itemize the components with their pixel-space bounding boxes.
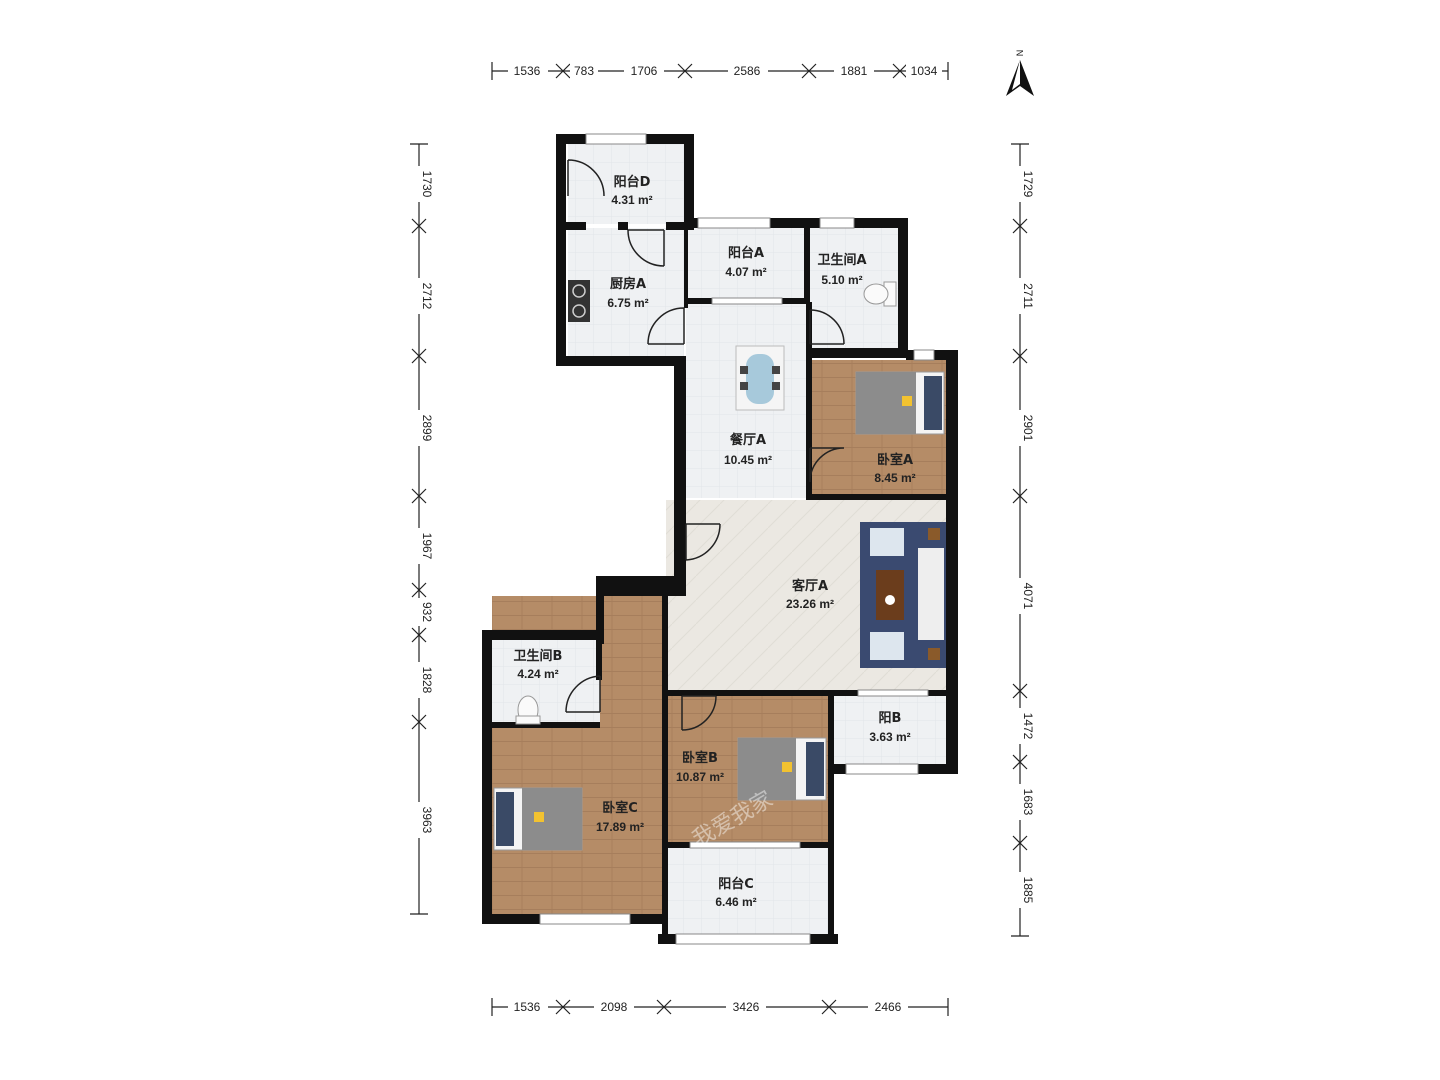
dim-right-3: 2901	[1021, 415, 1035, 442]
dim-bottom-3: 3426	[733, 1000, 760, 1014]
door-kitchen	[647, 307, 685, 345]
dimension-labels: 1536 783 1706 2586 1881 1034 1536 2098 3…	[508, 62, 942, 1016]
room-area-bedroom-a: 8.45 m²	[874, 471, 915, 485]
room-area-balcony-b: 3.63 m²	[869, 730, 910, 744]
room-area-balcony-d: 4.31 m²	[611, 193, 652, 207]
dim-left-3: 2899	[420, 415, 434, 442]
room-name-bedroom-a: 卧室A	[877, 452, 913, 468]
room-name-bedroom-b: 卧室B	[682, 750, 718, 766]
dim-bottom-1: 1536	[514, 1000, 541, 1014]
room-name-balcony-b: 阳B	[879, 711, 902, 726]
floor-balcony-d	[568, 144, 684, 224]
door-kitchen-top	[627, 229, 665, 267]
room-name-bath-b: 卫生间B	[514, 648, 563, 664]
door-bath-a	[809, 309, 845, 345]
dim-top-2: 783	[574, 64, 594, 78]
dim-right-1: 1729	[1021, 171, 1035, 198]
door-slide-dining	[711, 297, 783, 305]
floor-balcony-c	[668, 848, 828, 934]
door-balcony-d	[567, 159, 605, 197]
dim-bottom-4: 2466	[875, 1000, 902, 1014]
windows	[539, 133, 935, 945]
room-area-balcony-a: 4.07 m²	[725, 265, 766, 279]
dim-bottom-2: 2098	[601, 1000, 628, 1014]
room-area-bedroom-b: 10.87 m²	[676, 770, 724, 784]
window-bedroom-b-c	[689, 841, 801, 849]
door-bedroom-a	[809, 447, 845, 483]
dim-left-5: 932	[420, 602, 434, 622]
room-name-living-a: 客厅A	[792, 578, 828, 594]
doors	[565, 159, 845, 731]
dim-right-7: 1885	[1021, 877, 1035, 904]
compass-icon: N	[1006, 50, 1034, 96]
window-balcony-c	[675, 933, 811, 945]
window-balcony-d	[585, 133, 647, 145]
room-area-kitchen-a: 6.75 m²	[607, 296, 648, 310]
dim-top-5: 1881	[841, 64, 868, 78]
dim-right-6: 1683	[1021, 789, 1035, 816]
dim-right-2: 2711	[1021, 283, 1035, 309]
room-area-living-a: 23.26 m²	[786, 597, 834, 611]
room-area-bath-b: 4.24 m²	[517, 667, 558, 681]
sofa-icon	[860, 522, 946, 668]
dimension-labels-left: 1730 2712 2899 1967 932 1828 3963	[411, 166, 434, 838]
stove-icon	[568, 280, 590, 322]
room-name-kitchen-a: 厨房A	[610, 276, 646, 292]
dim-left-1: 1730	[420, 171, 434, 198]
room-area-bath-a: 5.10 m²	[821, 273, 862, 287]
room-labels: 阳台D 4.31 m² 厨房A 6.75 m² 阳台A 4.07 m² 卫生间A…	[514, 174, 916, 909]
dim-left-2: 2712	[420, 283, 434, 310]
room-name-balcony-c: 阳台C	[718, 876, 754, 892]
bed-icon	[493, 787, 583, 851]
window-living-b	[857, 689, 929, 697]
room-name-bedroom-c: 卧室C	[602, 800, 638, 816]
dim-top-6: 1034	[911, 64, 938, 78]
dining-table-icon	[735, 345, 785, 411]
room-area-dining-a: 10.45 m²	[724, 453, 772, 467]
bed-icon	[737, 737, 827, 801]
window-bath-a	[819, 217, 855, 229]
room-name-balcony-a: 阳台A	[728, 245, 764, 261]
bed-icon	[855, 371, 945, 435]
dim-left-6: 1828	[420, 667, 434, 694]
room-name-bath-a: 卫生间A	[817, 252, 866, 268]
dim-top-4: 2586	[734, 64, 761, 78]
dim-top-1: 1536	[514, 64, 541, 78]
dimension-labels-right: 1729 2711 2901 4071 1472 1683 1885	[1012, 166, 1035, 908]
dim-left-4: 1967	[420, 533, 434, 560]
room-name-dining-a: 餐厅A	[729, 432, 766, 448]
door-bath-b	[565, 675, 601, 713]
floor-balcony-b	[834, 696, 946, 764]
dim-right-4: 4071	[1021, 583, 1035, 610]
window-balcony-b	[845, 763, 919, 775]
room-area-balcony-c: 6.46 m²	[715, 895, 756, 909]
window-bedroom-a	[913, 349, 935, 361]
door-living-left	[685, 523, 721, 561]
dim-left-7: 3963	[420, 807, 434, 834]
room-name-balcony-d: 阳台D	[614, 174, 651, 190]
toilet-icon	[863, 281, 897, 307]
compass-label: N	[1015, 50, 1025, 57]
window-balcony-a	[697, 217, 771, 229]
dim-right-5: 1472	[1021, 713, 1035, 740]
door-bedroom-b	[681, 695, 717, 731]
floor-balcony-a	[686, 228, 806, 300]
window-bedroom-c	[539, 913, 631, 925]
toilet-icon	[515, 695, 541, 725]
dim-top-3: 1706	[631, 64, 658, 78]
room-area-bedroom-c: 17.89 m²	[596, 820, 644, 834]
furniture	[493, 280, 946, 851]
